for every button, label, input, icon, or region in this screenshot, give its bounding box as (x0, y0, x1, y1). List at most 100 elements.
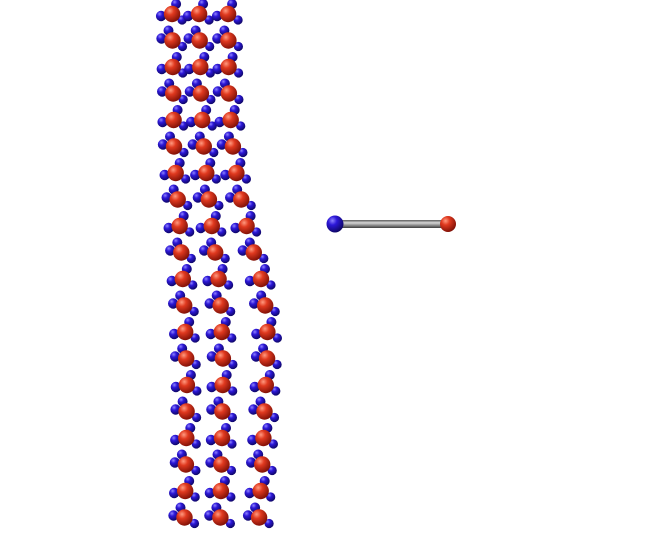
hydrogen-atom (267, 465, 277, 476)
hydrogen-atom (166, 275, 177, 287)
hydrogen-atom (168, 510, 179, 521)
oxygen-atom (254, 456, 271, 473)
oxygen-atom (245, 244, 262, 261)
hydrogen-atom (238, 147, 248, 158)
oxygen-atom (190, 5, 208, 23)
hydrogen-atom (226, 465, 237, 476)
hydrogen-atom (157, 139, 169, 150)
hydrogen-atom (246, 200, 256, 211)
oxygen-atom (259, 323, 276, 341)
oxygen-atom (220, 85, 238, 102)
hydrogen-atom (170, 351, 181, 362)
oxygen-atom (177, 323, 194, 341)
hydrogen-atom (204, 298, 215, 309)
oxygen-atom (214, 403, 231, 420)
oxygen-atom (212, 509, 229, 526)
hydrogen-atom (192, 386, 202, 396)
oxygen-atom (258, 350, 276, 367)
hydrogen-atom (249, 298, 260, 309)
hydrogen-atom (156, 63, 167, 75)
oxygen-atom (222, 111, 239, 129)
hydrogen-atom (248, 404, 259, 415)
oxygen-atom (178, 350, 195, 367)
hydrogen-atom (242, 510, 254, 521)
oxygen-atom (224, 138, 242, 155)
oxygen-atom (165, 111, 182, 129)
oxygen-atom (203, 217, 220, 235)
hydrogen-atom (272, 333, 282, 343)
oxygen-atom (214, 350, 232, 367)
oxygen-atom (252, 270, 270, 288)
oxygen-atom (165, 138, 183, 155)
hydrogen-atom (183, 33, 194, 44)
hydrogen-atom (186, 116, 197, 128)
diatomic-molecule (326, 215, 456, 233)
oxygen-atom (214, 376, 231, 394)
hydrogen-atom (247, 434, 258, 446)
hydrogen-atom (161, 192, 172, 203)
hydrogen-atom (170, 434, 181, 446)
hydrogen-atom (191, 359, 201, 370)
hydrogen-atom (205, 328, 216, 340)
hydrogen-atom (214, 116, 225, 128)
hydrogen-atom (159, 169, 170, 181)
oxygen-atom (255, 429, 272, 447)
hydrogen-atom (237, 245, 248, 256)
hydrogen-atom (168, 298, 179, 309)
oxygen-atom (220, 32, 237, 49)
hydrogen-atom (266, 280, 276, 290)
hydrogen-atom (272, 359, 282, 370)
hydrogen-atom (170, 381, 182, 393)
hydrogen-atom (220, 253, 230, 264)
oxygen-atom (194, 111, 211, 129)
hydrogen-atom (264, 518, 274, 529)
oxygen-atom-end (440, 216, 456, 232)
hydrogen-atom (165, 245, 176, 256)
hydrogen-atom (204, 487, 216, 499)
hydrogen-atom (205, 457, 216, 468)
oxygen-atom (163, 5, 181, 23)
hydrogen-atom (216, 139, 228, 150)
hydrogen-atom (206, 404, 217, 415)
hydrogen-atom (217, 227, 227, 237)
hydrogen-atom (224, 280, 234, 290)
hydrogen-atom (163, 222, 174, 234)
hydrogen-atom (244, 275, 256, 287)
hydrogen-atom (169, 457, 181, 468)
hydrogen-atom (236, 121, 246, 131)
hydrogen-atom (192, 412, 202, 423)
oxygen-atom (173, 244, 190, 261)
hydrogen-atom (179, 121, 189, 131)
oxygen-atom (169, 191, 186, 208)
hydrogen-atom (234, 68, 244, 78)
hydrogen-atom (170, 404, 181, 415)
oxygen-atom (220, 58, 237, 76)
oxygen-atom (252, 482, 269, 500)
water-chains-group (155, 0, 282, 529)
hydrogen-atom (182, 10, 194, 22)
hydrogen-atom (191, 465, 201, 476)
hydrogen-atom (212, 63, 223, 75)
hydrogen-atom (206, 381, 217, 393)
hydrogen-atom (156, 33, 167, 44)
oxygen-atom (195, 138, 212, 155)
bond-rod (338, 220, 448, 228)
hydrogen-atom (246, 457, 257, 468)
oxygen-atom (233, 191, 250, 208)
oxygen-atom (210, 270, 227, 288)
hydrogen-atom (188, 280, 198, 290)
hydrogen-atom-end (326, 215, 344, 233)
oxygen-atom (213, 429, 231, 447)
hydrogen-atom (184, 86, 196, 97)
hydrogen-atom (226, 492, 236, 502)
oxygen-atom (164, 32, 181, 49)
hydrogen-atom (204, 510, 215, 521)
oxygen-atom (257, 297, 274, 314)
hydrogen-atom (212, 86, 224, 97)
hydrogen-atom (227, 412, 237, 423)
hydrogen-atom (204, 15, 214, 25)
oxygen-atom (176, 509, 193, 526)
hydrogen-atom (269, 412, 280, 423)
hydrogen-atom (189, 306, 199, 317)
